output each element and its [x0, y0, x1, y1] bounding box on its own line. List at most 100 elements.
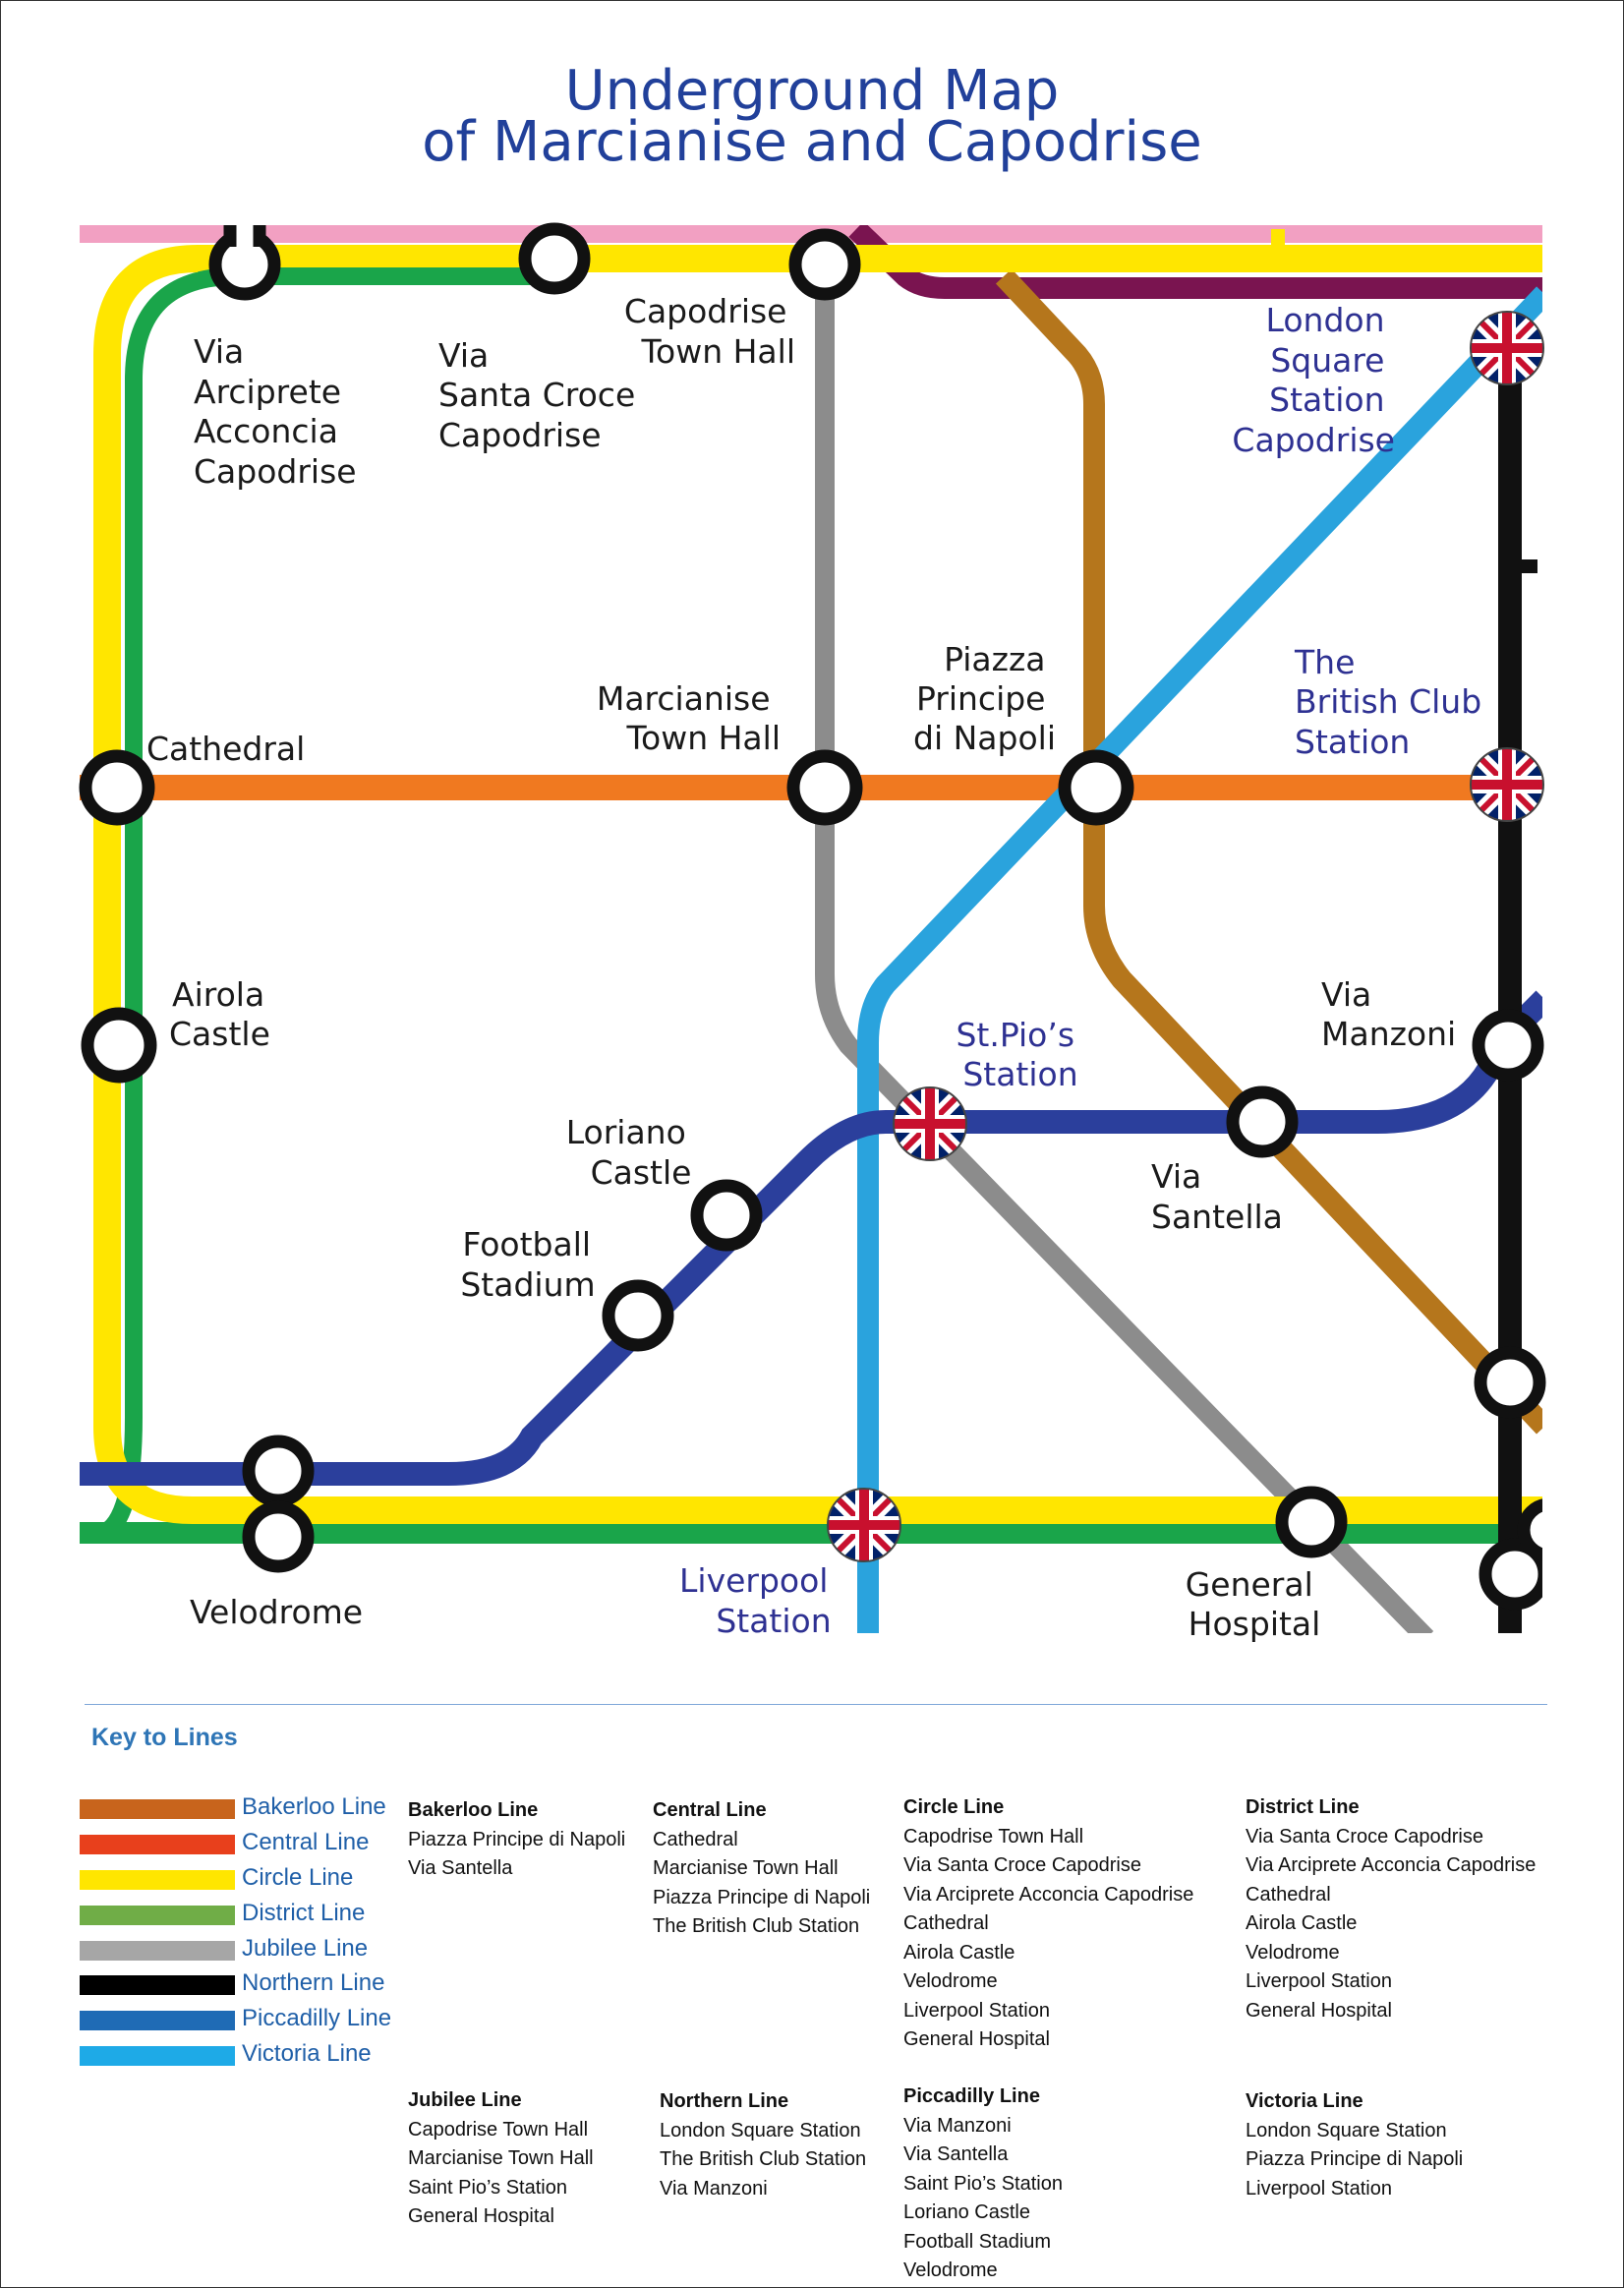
- line-list-title: Northern Line: [660, 2090, 789, 2112]
- legend-swatch: [80, 1941, 235, 1961]
- legend-label: Bakerloo Line: [242, 1793, 386, 1820]
- line-list-station: Cathedral: [903, 1912, 989, 1934]
- line-list-station: Piazza Principe di Napoli: [408, 1828, 626, 1850]
- line-list-station: Marcianise Town Hall: [653, 1857, 839, 1879]
- station-label-liverpool: Liverpool Station: [679, 1561, 839, 1640]
- station-label-st-pio: St.Pio’s Station: [956, 1016, 1084, 1093]
- line-list-station: Via Manzoni: [903, 2114, 1012, 2137]
- line-list-station: London Square Station: [1246, 2119, 1447, 2141]
- line-list-station: Liverpool Station: [1246, 1970, 1392, 1992]
- line-list-title: Circle Line: [903, 1796, 1005, 1818]
- circle-line-loop: [93, 245, 1542, 1524]
- station-marker-velodrome-lower[interactable]: [242, 1500, 315, 1573]
- station-label-cathedral: Cathedral: [146, 730, 305, 768]
- station-marker-loriano-castle[interactable]: [690, 1179, 763, 1252]
- legend-swatch: [80, 1906, 235, 1925]
- legend-swatch: [80, 2011, 235, 2030]
- line-list-title: Central Line: [653, 1799, 767, 1821]
- legend-swatch: [80, 1835, 235, 1854]
- line-list-station: Capodrise Town Hall: [903, 1825, 1084, 1848]
- station-marker-piazza-principe[interactable]: [1058, 749, 1134, 826]
- map-title-line-1: Underground Map: [564, 59, 1060, 123]
- line-list-station: Piazza Principe di Napoli: [1246, 2148, 1464, 2170]
- line-list-station: Football Stadium: [903, 2230, 1052, 2253]
- line-list-station: The British Club Station: [653, 1915, 860, 1937]
- northern-line-tick: [1510, 559, 1537, 573]
- line-list-station: Via Santa Croce Capodrise: [903, 1854, 1141, 1876]
- metropolitan-line: [848, 225, 1542, 299]
- legend-label: Jubilee Line: [242, 1935, 369, 1962]
- station-label-british-club: The British Club Station: [1294, 643, 1492, 761]
- station-label-football-stadium: Football Stadium: [460, 1225, 601, 1304]
- station-marker-airola-castle[interactable]: [81, 1007, 157, 1084]
- station-label-via-arciprete: Via Arciprete Acconcia Capodrise: [194, 332, 357, 491]
- station-label-london-square: London Square Station Capodrise: [1232, 301, 1395, 459]
- station-marker-football-stadium[interactable]: [602, 1279, 674, 1352]
- station-marker-northern-lower[interactable]: [1474, 1346, 1546, 1419]
- line-list-station: Via Santa Croce Capodrise: [1246, 1825, 1483, 1848]
- key-title: Key to Lines: [91, 1724, 238, 1751]
- line-list-station: General Hospital: [408, 2205, 554, 2227]
- station-marker-via-santella[interactable]: [1226, 1085, 1299, 1158]
- line-list-station: London Square Station: [660, 2119, 861, 2141]
- line-list-station: Loriano Castle: [903, 2201, 1030, 2223]
- line-list-station: Saint Pio’s Station: [408, 2176, 567, 2199]
- line-list-station: Via Arciprete Acconcia Capodrise: [903, 1883, 1194, 1906]
- station-marker-velodrome-upper[interactable]: [242, 1435, 315, 1507]
- jubilee-line: [815, 262, 1434, 1633]
- line-list-station: Liverpool Station: [903, 1999, 1050, 2022]
- key-divider: [85, 1704, 1547, 1705]
- line-list-station: Velodrome: [1246, 1941, 1340, 1964]
- station-label-general-hospital: General Hospital: [1186, 1565, 1324, 1643]
- underground-map: Via Arciprete Acconcia Capodrise Via San…: [79, 222, 1582, 1643]
- line-list-station: Airola Castle: [903, 1941, 1015, 1964]
- station-marker-via-manzoni[interactable]: [1472, 1009, 1544, 1082]
- line-list-title: Jubilee Line: [408, 2089, 522, 2111]
- line-list-station: Velodrome: [903, 1970, 998, 1992]
- line-list-station: Cathedral: [653, 1828, 738, 1850]
- line-list-station: General Hospital: [903, 2028, 1050, 2050]
- line-list-station: Piazza Principe di Napoli: [653, 1886, 871, 1908]
- line-list-station: Cathedral: [1246, 1883, 1331, 1906]
- legend-label: Northern Line: [242, 1969, 385, 1996]
- uk-flag-icon-british-club[interactable]: [1468, 745, 1546, 824]
- map-edge-mask: [1542, 1476, 1582, 1613]
- station-label-loriano-castle: Loriano Castle: [566, 1113, 697, 1192]
- line-list-station: Airola Castle: [1246, 1912, 1358, 1934]
- line-list-station: Liverpool Station: [1246, 2177, 1392, 2200]
- station-marker-capodrise-town-hall[interactable]: [788, 228, 861, 301]
- victoria-line: [857, 286, 1542, 1633]
- circle-line-tick: [1271, 229, 1285, 272]
- station-label-airola-castle: Airola Castle: [169, 975, 275, 1053]
- line-list-station: Via Arciprete Acconcia Capodrise: [1246, 1854, 1537, 1876]
- legend-label: Circle Line: [242, 1864, 354, 1891]
- legend-swatch: [80, 1870, 235, 1890]
- line-list-title: Piccadilly Line: [903, 2085, 1040, 2107]
- line-list-station: General Hospital: [1246, 1999, 1392, 2022]
- station-marker-general-hospital[interactable]: [1275, 1486, 1348, 1558]
- line-list-title: District Line: [1246, 1796, 1360, 1818]
- line-list-station: Via Santella: [408, 1857, 513, 1879]
- station-marker-cathedral[interactable]: [79, 749, 155, 826]
- station-label-velodrome: Velodrome: [190, 1593, 363, 1631]
- map-title-line-2: of Marcianise and Capodrise: [422, 110, 1202, 174]
- station-marker-via-santa-croce[interactable]: [518, 222, 591, 295]
- line-list-station: The British Club Station: [660, 2148, 867, 2170]
- legend-label: Victoria Line: [242, 2040, 372, 2067]
- legend-swatch: [80, 1975, 235, 1995]
- station-marker-marcianise-town-hall[interactable]: [786, 749, 863, 826]
- station-label-capodrise-town-hall: Capodrise Town Hall: [624, 292, 797, 371]
- line-list-station: Capodrise Town Hall: [408, 2118, 589, 2141]
- station-label-marcianise-town-hall: Marcianise Town Hall: [597, 679, 781, 757]
- line-list-station: Velodrome: [903, 2259, 998, 2281]
- station-label-via-santella: Via Santella: [1151, 1157, 1283, 1236]
- bakerloo-line: [995, 268, 1542, 1435]
- legend-swatch: [80, 1799, 235, 1819]
